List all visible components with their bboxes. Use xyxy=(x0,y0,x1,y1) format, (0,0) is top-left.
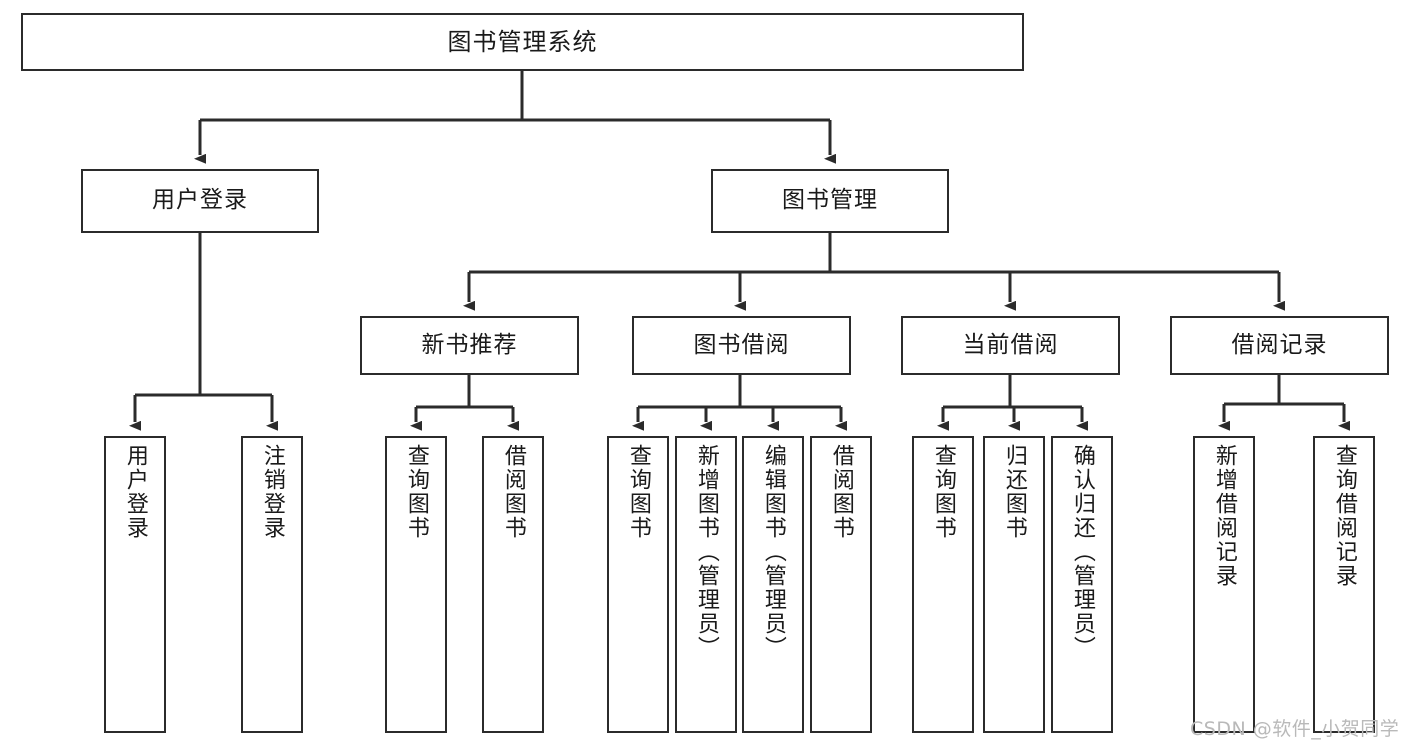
leaf-query-book-current[interactable]: 查询图书 xyxy=(912,436,974,733)
node-book-borrow[interactable]: 图书借阅 xyxy=(632,316,851,375)
leaf-confirm-return-admin-label: 确认归还（管理员） xyxy=(1069,444,1095,660)
leaf-query-book-newbook-label: 查询图书 xyxy=(403,444,429,540)
leaf-logout-label: 注销登录 xyxy=(259,444,285,540)
leaf-return-book[interactable]: 归还图书 xyxy=(983,436,1045,733)
leaf-borrow-book-label: 借阅图书 xyxy=(828,444,854,540)
leaf-borrow-book[interactable]: 借阅图书 xyxy=(810,436,872,733)
leaf-edit-book-admin[interactable]: 编辑图书（管理员） xyxy=(742,436,804,733)
node-current-borrow[interactable]: 当前借阅 xyxy=(901,316,1120,375)
leaf-query-borrow-record[interactable]: 查询借阅记录 xyxy=(1313,436,1375,733)
node-current-borrow-label: 当前借阅 xyxy=(962,331,1059,358)
leaf-query-book-newbook[interactable]: 查询图书 xyxy=(385,436,447,733)
leaf-query-book-borrow-label: 查询图书 xyxy=(625,444,651,540)
leaf-add-borrow-record[interactable]: 新增借阅记录 xyxy=(1193,436,1255,733)
node-book-borrow-label: 图书借阅 xyxy=(693,331,790,358)
node-root[interactable]: 图书管理系统 xyxy=(21,13,1024,71)
node-book-management[interactable]: 图书管理 xyxy=(711,169,949,233)
leaf-user-login[interactable]: 用户登录 xyxy=(104,436,166,733)
node-borrow-record-label: 借阅记录 xyxy=(1231,331,1328,358)
leaf-add-book-admin-label: 新增图书（管理员） xyxy=(693,444,719,660)
leaf-confirm-return-admin[interactable]: 确认归还（管理员） xyxy=(1051,436,1113,733)
leaf-logout[interactable]: 注销登录 xyxy=(241,436,303,733)
node-user-login[interactable]: 用户登录 xyxy=(81,169,319,233)
leaf-query-book-borrow[interactable]: 查询图书 xyxy=(607,436,669,733)
leaf-edit-book-admin-label: 编辑图书（管理员） xyxy=(760,444,786,660)
leaf-return-book-label: 归还图书 xyxy=(1001,444,1027,540)
leaf-user-login-label: 用户登录 xyxy=(122,444,148,540)
leaf-query-book-current-label: 查询图书 xyxy=(930,444,956,540)
node-user-login-label: 用户登录 xyxy=(152,187,248,214)
node-borrow-record[interactable]: 借阅记录 xyxy=(1170,316,1389,375)
leaf-borrow-book-newbook-label: 借阅图书 xyxy=(500,444,526,540)
leaf-add-book-admin[interactable]: 新增图书（管理员） xyxy=(675,436,737,733)
leaf-query-borrow-record-label: 查询借阅记录 xyxy=(1331,444,1357,588)
node-new-book-recommend[interactable]: 新书推荐 xyxy=(360,316,579,375)
node-new-book-recommend-label: 新书推荐 xyxy=(421,331,518,358)
leaf-borrow-book-newbook[interactable]: 借阅图书 xyxy=(482,436,544,733)
node-root-label: 图书管理系统 xyxy=(447,27,598,56)
leaf-add-borrow-record-label: 新增借阅记录 xyxy=(1211,444,1237,588)
node-book-management-label: 图书管理 xyxy=(782,187,878,214)
